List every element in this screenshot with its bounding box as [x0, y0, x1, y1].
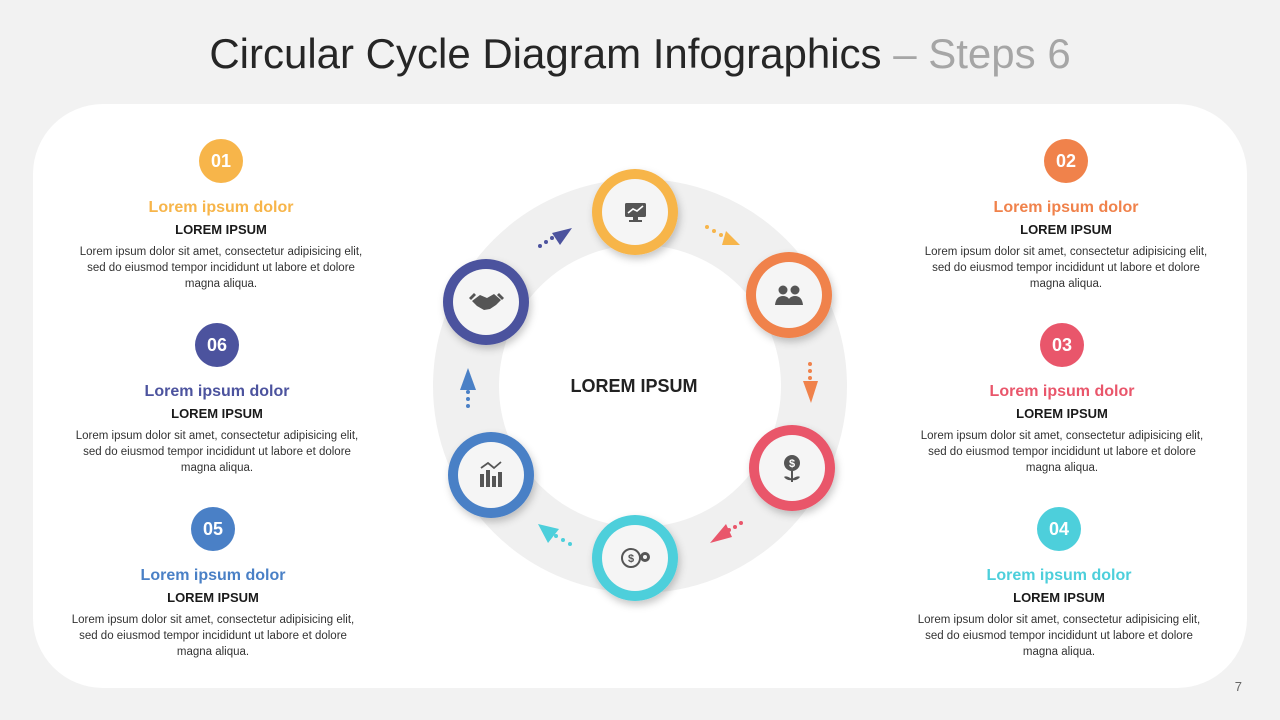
step-badge: 04 [1037, 507, 1081, 551]
monitor-chart-icon [625, 203, 646, 222]
node-02 [746, 252, 832, 338]
step-badge: 06 [195, 323, 239, 367]
step-badge: 02 [1044, 139, 1088, 183]
step-badge: 03 [1040, 323, 1084, 367]
node-04 [592, 515, 678, 601]
step-02: 02 Lorem ipsum dolor LOREM IPSUM Lorem i… [921, 139, 1211, 292]
step-subtitle: LOREM IPSUM [167, 590, 259, 605]
step-subtitle: LOREM IPSUM [175, 222, 267, 237]
step-body: Lorem ipsum dolor sit amet, consectetur … [920, 430, 1204, 474]
center-label: LOREM IPSUM [570, 376, 697, 396]
step-body: Lorem ipsum dolor sit amet, consectetur … [71, 614, 355, 658]
step-title: Lorem ipsum dolor [148, 199, 294, 216]
page-title: Circular Cycle Diagram Infographics – St… [0, 30, 1280, 78]
arrow-2-3 [803, 362, 818, 403]
step-03: 03 Lorem ipsum dolor LOREM IPSUM Lorem i… [917, 323, 1207, 476]
step-body: Lorem ipsum dolor sit amet, consectetur … [79, 246, 363, 290]
dollar-gear-icon: $ [621, 548, 650, 568]
step-06: 06 Lorem ipsum dolor LOREM IPSUM Lorem i… [72, 323, 362, 476]
step-subtitle: LOREM IPSUM [1016, 406, 1108, 421]
step-title: Lorem ipsum dolor [986, 567, 1132, 584]
step-badge: 05 [191, 507, 235, 551]
step-title: Lorem ipsum dolor [140, 567, 286, 584]
page-number: 7 [1234, 679, 1242, 694]
users-icon [775, 285, 803, 305]
step-05: 05 Lorem ipsum dolor LOREM IPSUM Lorem i… [68, 507, 358, 660]
step-body: Lorem ipsum dolor sit amet, consectetur … [924, 246, 1208, 290]
arrow-3-4 [710, 521, 743, 543]
step-01: 01 Lorem ipsum dolor LOREM IPSUM Lorem i… [76, 139, 366, 292]
node-05 [448, 432, 534, 518]
money-plant-icon: $ [784, 455, 800, 482]
arrow-5-6 [460, 368, 476, 408]
step-title: Lorem ipsum dolor [993, 199, 1139, 216]
step-subtitle: LOREM IPSUM [1013, 590, 1105, 605]
step-title: Lorem ipsum dolor [144, 383, 290, 400]
bar-chart-icon [480, 461, 502, 487]
svg-text:$: $ [789, 458, 795, 470]
step-subtitle: LOREM IPSUM [1020, 222, 1112, 237]
title-main: Circular Cycle Diagram Infographics [209, 30, 882, 77]
step-subtitle: LOREM IPSUM [171, 406, 263, 421]
handshake-icon [469, 293, 504, 310]
step-badge: 01 [199, 139, 243, 183]
svg-text:$: $ [628, 553, 634, 565]
arrow-4-5 [538, 524, 572, 546]
arrow-1-2 [705, 225, 740, 245]
step-title: Lorem ipsum dolor [989, 383, 1135, 400]
step-04: 04 Lorem ipsum dolor LOREM IPSUM Lorem i… [914, 507, 1204, 660]
title-sub: – Steps 6 [893, 30, 1071, 77]
step-body: Lorem ipsum dolor sit amet, consectetur … [75, 430, 359, 474]
arrow-6-1 [538, 228, 572, 248]
step-body: Lorem ipsum dolor sit amet, consectetur … [917, 614, 1201, 658]
